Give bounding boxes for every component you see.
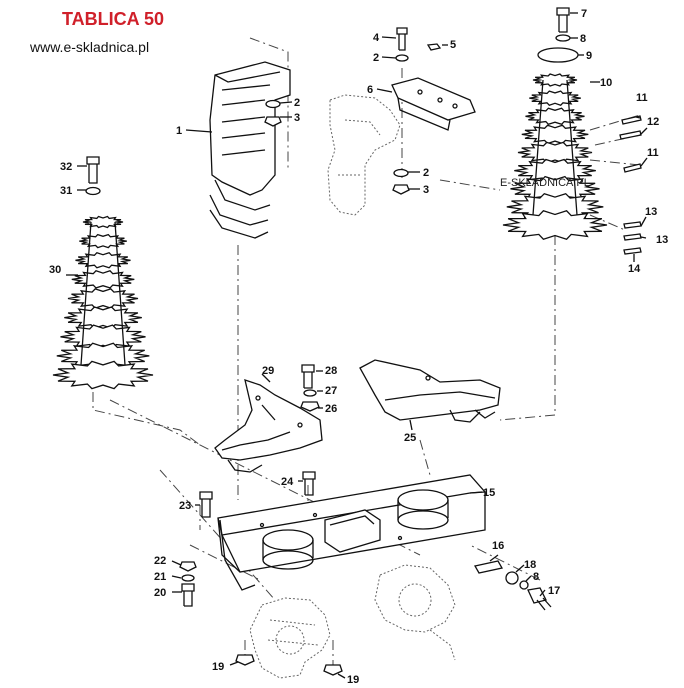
hardware-parts bbox=[85, 7, 642, 676]
callout-12: 12 bbox=[647, 116, 659, 128]
rear-guard-part bbox=[209, 61, 291, 239]
callout-25: 25 bbox=[404, 432, 416, 444]
rotor-tine-ring bbox=[52, 360, 154, 390]
left-rotor-tine-assembly bbox=[52, 215, 154, 390]
callout-3: 3 bbox=[423, 184, 429, 196]
callout-27: 27 bbox=[325, 385, 337, 397]
callout-2: 2 bbox=[294, 97, 300, 109]
callout-19: 19 bbox=[212, 661, 224, 673]
callout-28: 28 bbox=[325, 365, 337, 377]
rotor-tine-ring bbox=[517, 141, 593, 164]
callout-6: 6 bbox=[367, 84, 373, 96]
rotor-tine-ring bbox=[514, 158, 596, 183]
callout-9: 9 bbox=[586, 50, 592, 62]
rotor-tine-ring bbox=[82, 215, 124, 229]
callout-32: 32 bbox=[60, 161, 72, 173]
callout-7: 7 bbox=[581, 8, 587, 20]
callout-22: 22 bbox=[154, 555, 166, 567]
page-title: TABLICA 50 bbox=[62, 9, 165, 29]
rotor-tine-ring bbox=[525, 107, 585, 126]
callout-11: 11 bbox=[647, 147, 659, 159]
callout-17: 17 bbox=[548, 585, 560, 597]
rotor-tine-ring bbox=[529, 90, 581, 106]
callout-13: 13 bbox=[656, 234, 668, 246]
rotor-core-outline bbox=[532, 79, 578, 216]
callout-24: 24 bbox=[281, 476, 294, 488]
callout-5: 5 bbox=[450, 39, 456, 51]
right-curved-guard-part bbox=[359, 359, 501, 423]
ghost-housing-upper bbox=[327, 94, 401, 216]
callout-3: 3 bbox=[294, 112, 300, 124]
rotor-tine-ring bbox=[79, 233, 127, 249]
base-plate-part bbox=[217, 474, 486, 591]
right-rotor-tine-assembly bbox=[502, 73, 608, 240]
callout-23: 23 bbox=[179, 500, 191, 512]
callout-1: 1 bbox=[176, 125, 182, 137]
rotor-tine-ring bbox=[521, 124, 589, 145]
ghost-gearbox-right bbox=[374, 564, 456, 661]
callout-30: 30 bbox=[49, 264, 61, 276]
rotor-core-outline bbox=[80, 221, 126, 366]
rotor-tine-ring bbox=[60, 324, 146, 350]
callout-leader-lines bbox=[66, 12, 648, 679]
left-curved-guard-part bbox=[214, 379, 323, 473]
callout-4: 4 bbox=[373, 32, 380, 44]
callout-20: 20 bbox=[154, 587, 166, 599]
watermark-text: E-SKLADNICA.PL bbox=[500, 177, 590, 189]
callout-2: 2 bbox=[423, 167, 429, 179]
rotor-tine-ring bbox=[532, 73, 578, 87]
callout-8: 8 bbox=[533, 571, 539, 583]
rotor-tine-ring bbox=[71, 270, 135, 289]
callout-18: 18 bbox=[524, 559, 536, 571]
callout-16: 16 bbox=[492, 540, 504, 552]
ghost-gearbox-left bbox=[249, 597, 331, 679]
rotor-tine-ring bbox=[64, 306, 142, 329]
callout-10: 10 bbox=[600, 77, 612, 89]
callout-31: 31 bbox=[60, 185, 72, 197]
callout-21: 21 bbox=[154, 571, 166, 583]
callout-26: 26 bbox=[325, 403, 337, 415]
callout-2: 2 bbox=[373, 52, 379, 64]
callout-labels: 1 2 3 4 2 5 6 2 3 7 8 9 10 11 12 11 13 1… bbox=[49, 8, 668, 686]
callout-29: 29 bbox=[262, 365, 274, 377]
bracket-part bbox=[391, 77, 476, 131]
callout-14: 14 bbox=[628, 263, 641, 275]
callout-15: 15 bbox=[483, 487, 495, 499]
rotor-tine-ring bbox=[75, 251, 131, 269]
website-url: www.e-skladnica.pl bbox=[30, 39, 150, 55]
callout-19: 19 bbox=[347, 674, 359, 686]
callout-11: 11 bbox=[636, 92, 648, 104]
rotor-tine-ring bbox=[67, 288, 139, 309]
callout-8: 8 bbox=[580, 33, 586, 45]
callout-13: 13 bbox=[645, 206, 657, 218]
